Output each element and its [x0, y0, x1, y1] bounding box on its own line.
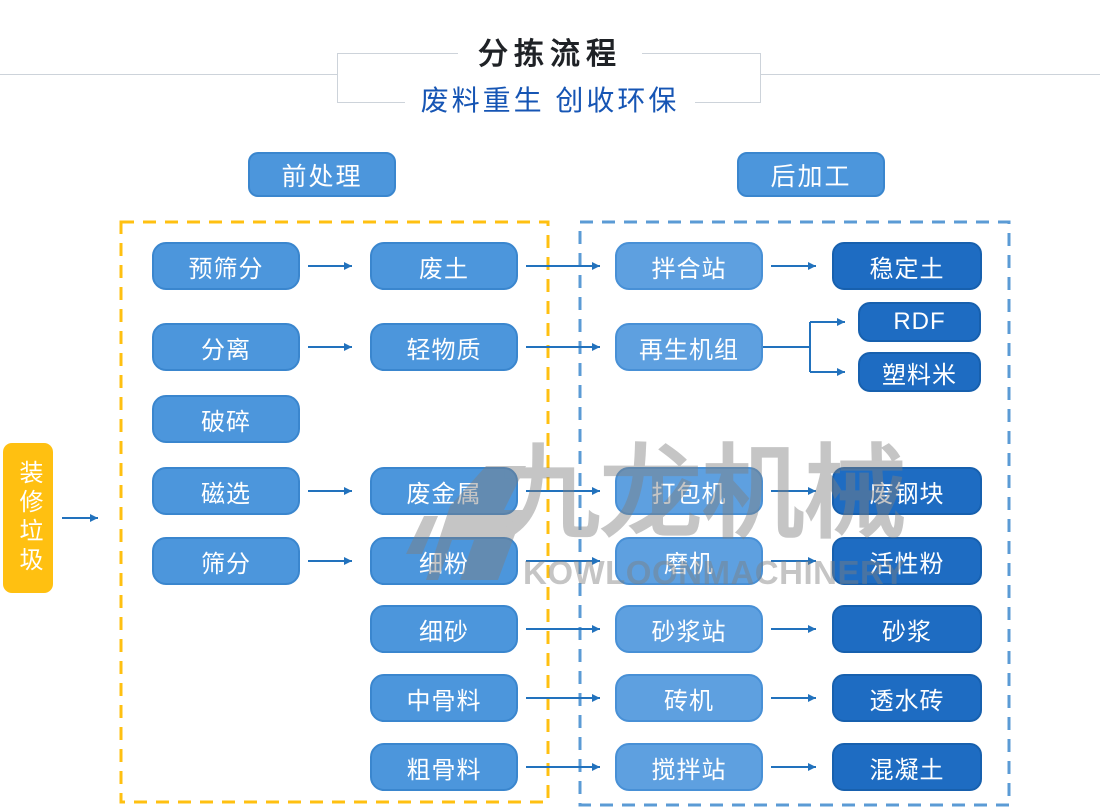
node-scrap-steel-block: 废钢块: [832, 467, 982, 515]
node-crushing: 破碎: [152, 395, 300, 443]
node-medium-aggregate: 中骨料: [370, 674, 518, 722]
node-mill: 磨机: [615, 537, 763, 585]
page-subtitle: 废料重生 创收环保: [0, 87, 1100, 115]
node-screening: 筛分: [152, 537, 300, 585]
node-light-material: 轻物质: [370, 323, 518, 371]
node-fine-sand: 细砂: [370, 605, 518, 653]
section-label-pretreatment: 前处理: [248, 152, 396, 197]
node-baler: 打包机: [615, 467, 763, 515]
node-mortar: 砂浆: [832, 605, 982, 653]
node-brick-machine: 砖机: [615, 674, 763, 722]
node-concrete-mixing-station: 搅拌站: [615, 743, 763, 791]
node-mortar-station: 砂浆站: [615, 605, 763, 653]
node-pre-screening: 预筛分: [152, 242, 300, 290]
node-regeneration-unit: 再生机组: [615, 323, 763, 371]
node-plastic-pellets: 塑料米: [858, 352, 981, 392]
node-permeable-brick: 透水砖: [832, 674, 982, 722]
node-scrap-metal: 废金属: [370, 467, 518, 515]
node-waste-soil: 废土: [370, 242, 518, 290]
node-rdf: RDF: [858, 302, 981, 342]
node-mixing-station: 拌合站: [615, 242, 763, 290]
source-box-renovation-waste: 装修垃圾: [3, 443, 53, 593]
node-fine-powder: 细粉: [370, 537, 518, 585]
node-coarse-aggregate: 粗骨料: [370, 743, 518, 791]
section-label-postprocessing: 后加工: [737, 152, 885, 197]
source-label: 装修垃圾: [15, 460, 42, 576]
node-active-powder: 活性粉: [832, 537, 982, 585]
node-separation: 分离: [152, 323, 300, 371]
node-stabilized-soil: 稳定土: [832, 242, 982, 290]
page-title: 分拣流程: [0, 40, 1100, 70]
node-concrete: 混凝土: [832, 743, 982, 791]
node-magnetic-separation: 磁选: [152, 467, 300, 515]
